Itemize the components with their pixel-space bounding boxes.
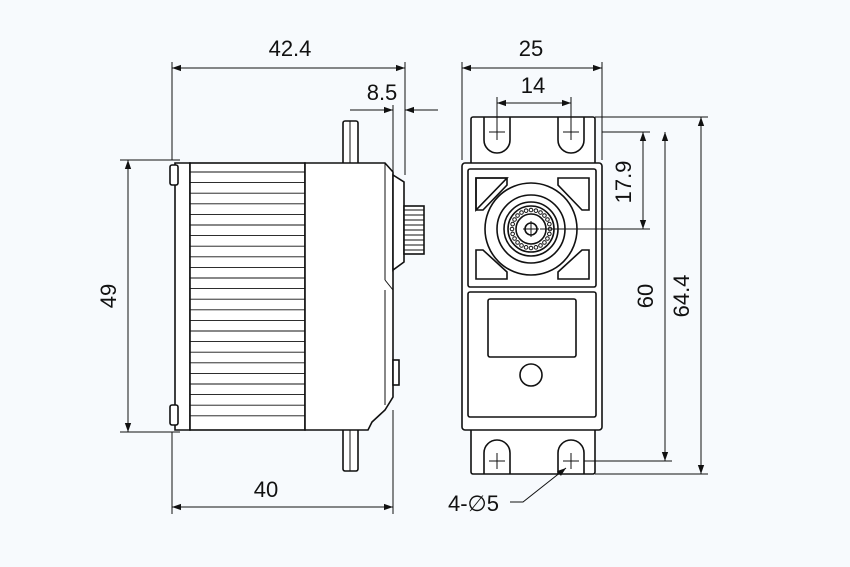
spline-tooth bbox=[523, 208, 529, 213]
side-bottom-cap bbox=[174, 162, 191, 431]
spline-tooth bbox=[528, 207, 534, 213]
side-cooling-fins bbox=[190, 171, 305, 417]
spline-tooth bbox=[547, 221, 552, 227]
dim-side-body-length: 40 bbox=[254, 477, 278, 502]
dim-side-length: 42.4 bbox=[269, 36, 312, 61]
front-label-window bbox=[487, 298, 577, 358]
side-finned-case bbox=[189, 162, 306, 431]
spline-tooth bbox=[515, 213, 520, 218]
front-indicator-hole bbox=[519, 363, 543, 387]
spline-tooth bbox=[533, 245, 539, 250]
mount-slot-top-left bbox=[483, 117, 511, 154]
spline-tooth bbox=[538, 210, 543, 215]
side-view bbox=[169, 120, 425, 472]
spline-tooth bbox=[533, 208, 539, 213]
spline-tooth bbox=[542, 240, 547, 245]
spline-tooth bbox=[523, 245, 529, 250]
dim-total-height: 64.4 bbox=[669, 275, 694, 318]
dim-mount-holes: 4-∅5 bbox=[448, 491, 499, 516]
front-gear-cover bbox=[467, 168, 597, 288]
spline-tooth bbox=[545, 236, 550, 241]
spline-tooth bbox=[515, 240, 520, 245]
front-lower-panel bbox=[467, 291, 597, 418]
dim-shaft-offset: 8.5 bbox=[367, 80, 398, 105]
dim-shaft-position: 17.9 bbox=[611, 161, 636, 204]
mount-slot-bottom-left bbox=[483, 439, 511, 474]
dim-front-width: 25 bbox=[519, 36, 543, 61]
front-dimensions: 25 14 17.9 60 64.4 4-∅5 bbox=[448, 36, 708, 516]
front-view bbox=[461, 116, 603, 475]
side-dimensions: 42.4 8.5 49 40 bbox=[96, 36, 438, 514]
spline-tooth bbox=[509, 226, 515, 232]
dim-hole-spacing: 14 bbox=[521, 73, 545, 98]
spline-tooth bbox=[542, 213, 547, 218]
spline-tooth bbox=[519, 210, 524, 215]
spline-tooth bbox=[528, 245, 534, 251]
dim-side-height: 49 bbox=[96, 284, 121, 308]
spline-tooth bbox=[519, 243, 524, 248]
side-gear-head bbox=[392, 173, 405, 272]
spline-tooth bbox=[510, 231, 515, 237]
front-output-spline bbox=[509, 207, 553, 251]
spline-tooth bbox=[545, 217, 550, 222]
spline-tooth bbox=[512, 236, 517, 241]
side-middle-case bbox=[304, 162, 394, 431]
dim-body-height: 60 bbox=[633, 284, 658, 308]
spline-tooth bbox=[512, 217, 517, 222]
mount-slot-top-right bbox=[557, 117, 585, 154]
spline-tooth bbox=[510, 221, 515, 227]
mount-slot-bottom-right bbox=[557, 439, 585, 474]
spline-tooth bbox=[538, 243, 543, 248]
spline-tooth bbox=[547, 231, 552, 237]
